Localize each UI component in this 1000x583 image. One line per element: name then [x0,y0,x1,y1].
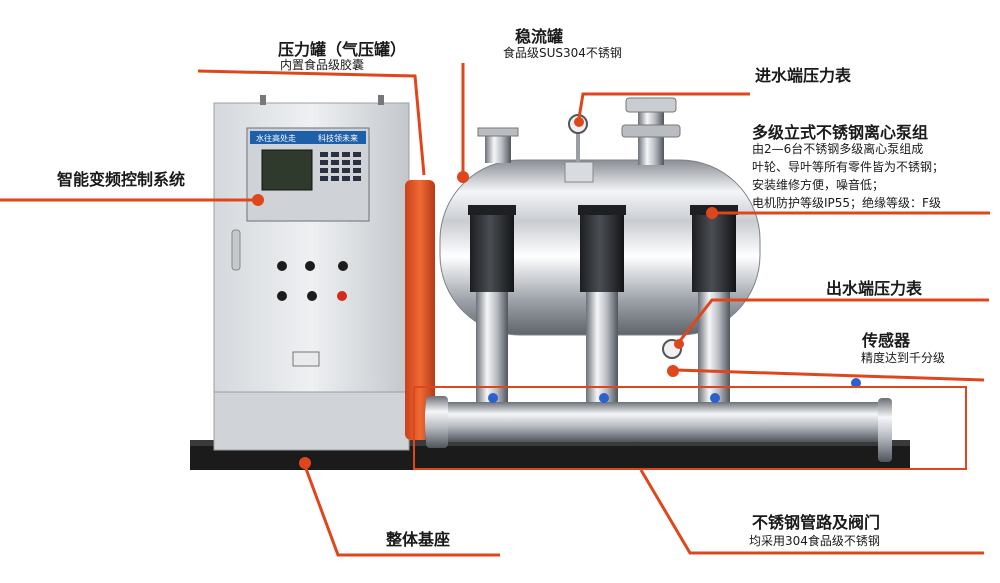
label-stabilizer-tank-title: 稳流罐 [515,27,564,46]
label-control-system-title: 智能变频控制系统 [57,170,186,189]
selector-switches [277,261,348,301]
leader-base [303,465,500,557]
leader-inlet-gauge [577,92,750,119]
label-pump-group-line-2: 叶轮、导叶等所有零件皆为不锈钢； [752,160,945,174]
label-pressure-tank-title: 压力罐（气压罐） [278,40,407,59]
leader-pressure-tank [197,69,426,176]
leader-sensor [675,368,985,382]
leader-piping [639,469,984,555]
leader-lines [0,63,990,557]
label-piping-sub: 均采用304食品级不锈钢 [749,534,880,548]
label-pump-group-line-3: 安装维修方便，噪音低； [752,178,885,192]
label-base-title: 整体基座 [386,530,451,549]
label-pump-group-line-1: 由2—6台不锈钢多级离心泵组成 [752,142,924,156]
outlet-manifold-pipe [425,378,892,462]
label-pump-group-line-4: 电机防护等级IP55；绝缘等级：F级 [752,196,941,210]
label-pump-group-title: 多级立式不锈钢离心泵组 [752,123,929,142]
label-pressure-tank-sub: 内置食品级胶囊 [280,58,365,72]
pump-1 [468,205,516,402]
pump-2 [578,205,626,402]
piping-highlight-frame [413,386,967,470]
keypad [320,152,361,181]
label-stabilizer-tank-sub: 食品级SUS304不锈钢 [503,46,622,60]
label-sensor-title: 传感器 [862,331,911,350]
pressure-tank [405,180,435,440]
label-outlet-gauge-title: 出水端压力表 [826,279,923,298]
panel-banner-right: 科技领未来 [318,133,358,143]
label-inlet-gauge-title: 进水端压力表 [755,66,852,85]
control-cabinet: 水往高处走 科技领未来 [213,95,410,451]
leader-outlet-gauge [677,298,989,343]
nameplate [292,351,320,367]
label-piping-title: 不锈钢管路及阀门 [752,513,881,532]
hmi-screen [261,149,313,191]
leader-dots [252,117,718,469]
panel-banner-left: 水往高处走 [256,133,296,143]
stop-button-lamp [337,291,347,301]
label-sensor-sub: 精度达到千分级 [861,351,946,365]
